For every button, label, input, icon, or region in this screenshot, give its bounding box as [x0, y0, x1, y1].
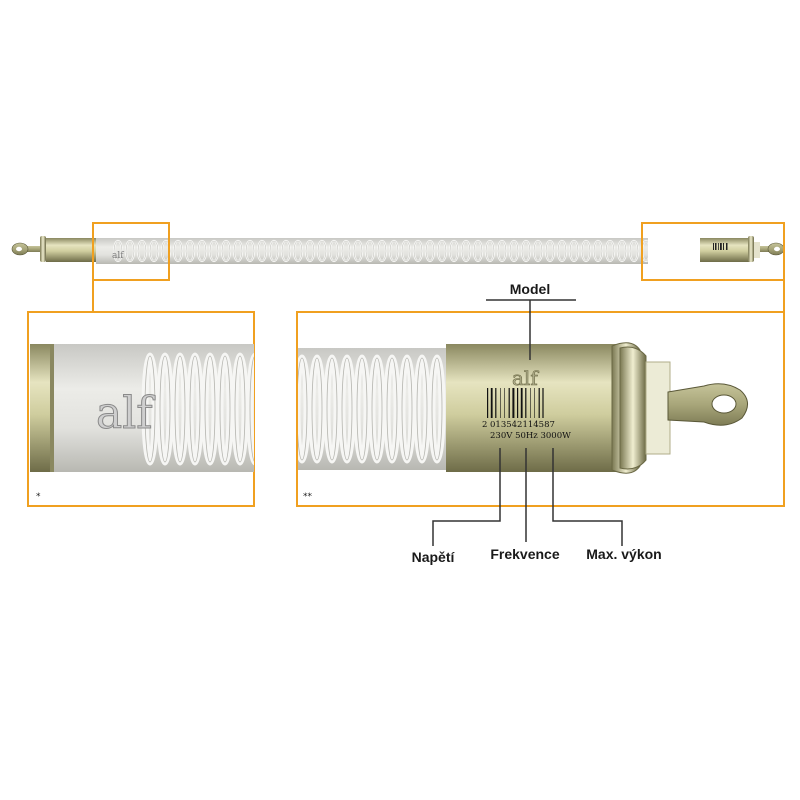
right-end-cap — [700, 236, 785, 262]
barcode-bar — [534, 388, 535, 418]
eyelet-terminal — [667, 383, 748, 426]
tube-logo-small: alf — [112, 251, 124, 261]
left-highlight-frame — [92, 222, 170, 281]
barcode-number: 013542114587 — [490, 420, 555, 430]
barcode-bar — [538, 388, 540, 418]
left-detail-panel: alf * — [27, 311, 255, 507]
barcode-prefix: 2 — [482, 420, 487, 430]
full-tube: alf — [11, 222, 785, 312]
barcode-bar — [520, 388, 523, 418]
barcode-bar — [512, 388, 515, 418]
annotation-lines — [432, 299, 623, 546]
barcode-bar — [504, 388, 505, 418]
barcode-bar — [487, 388, 489, 418]
heating-coil — [112, 239, 648, 263]
metal-end-cap — [446, 342, 671, 474]
left-eyelet-terminal — [11, 242, 42, 256]
spec-text: 230V 50Hz 3000W — [490, 431, 571, 441]
barcode-bar — [517, 388, 519, 418]
tube-logo-large: alf — [96, 388, 155, 439]
voltage-label: Napětí — [412, 549, 456, 565]
barcode-bar — [495, 388, 497, 418]
right-detail-panel: alf 2 013542114587 230V 50Hz 3000W ** — [296, 311, 785, 507]
cap-logo: alf — [512, 366, 539, 390]
barcode-bar — [490, 388, 493, 418]
model-label: Model — [510, 281, 550, 297]
left-detail-mark: * — [36, 492, 41, 502]
right-highlight-frame — [641, 222, 785, 281]
frequency-label: Frekvence — [490, 546, 559, 562]
barcode-bar — [542, 388, 544, 418]
right-detail-mark: ** — [303, 492, 313, 502]
barcode-bar — [530, 388, 531, 418]
barcode-bar — [508, 388, 510, 418]
barcode-bar — [500, 388, 501, 418]
left-end-cap — [40, 236, 96, 262]
barcode-bar — [525, 388, 527, 418]
barcode — [487, 388, 544, 418]
max-power-label: Max. výkon — [586, 546, 661, 562]
